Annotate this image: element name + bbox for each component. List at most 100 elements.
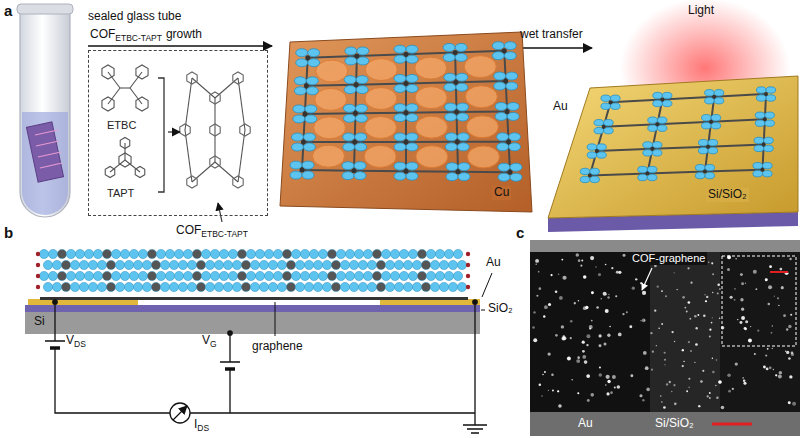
sem-particle — [765, 278, 768, 281]
bond — [215, 162, 238, 182]
cof-unit — [445, 143, 457, 151]
cof-sphere — [79, 260, 88, 269]
cof-unit — [492, 52, 504, 60]
sem-particle — [544, 371, 546, 373]
end-group — [466, 263, 470, 267]
sample-label: COF-graphene — [630, 252, 707, 265]
sem-particle — [651, 369, 653, 371]
sem-particle — [618, 333, 622, 337]
sem-particle — [682, 365, 684, 367]
sem-particle — [709, 397, 711, 399]
sem-particle — [709, 336, 711, 338]
bond — [214, 98, 215, 130]
benzene-ring — [233, 72, 243, 84]
sem-particle — [717, 284, 720, 287]
cof-unit — [343, 114, 355, 122]
cof-unit — [446, 173, 458, 181]
sem-particle — [664, 364, 665, 365]
cof-unit — [652, 142, 662, 148]
sem-particle — [756, 288, 758, 290]
sem-particle — [686, 390, 688, 392]
cof-sphere — [142, 260, 151, 269]
cof-unit — [597, 144, 607, 150]
leader-line — [481, 310, 485, 311]
sem-particle — [661, 323, 663, 325]
cof-node — [588, 173, 592, 177]
sem-particle — [577, 392, 579, 394]
cof-sphere — [165, 271, 174, 280]
sem-particle — [603, 292, 607, 296]
leader-line — [218, 203, 222, 222]
bond — [215, 78, 238, 98]
cof-unit — [455, 43, 467, 51]
sem-particle — [783, 314, 786, 317]
sem-particle — [781, 286, 784, 289]
ammeter-symbol — [170, 403, 190, 423]
cof-sphere — [111, 271, 120, 280]
sem-particle — [741, 308, 744, 311]
cof-sphere — [277, 260, 286, 269]
cof-unit — [756, 87, 766, 93]
cof-sphere — [246, 271, 255, 280]
sem-particle — [790, 314, 792, 316]
tube-cap — [17, 4, 73, 14]
sem-particle — [618, 271, 621, 274]
benzene-ring — [105, 167, 115, 178]
sem-particle — [765, 354, 767, 356]
cof-unit — [580, 168, 590, 174]
cof-unit — [702, 115, 712, 121]
cof-unit — [698, 139, 708, 145]
sem-particle — [582, 341, 585, 344]
cof-sphere — [381, 271, 390, 280]
sem-particle — [538, 271, 540, 273]
cof-unit — [343, 133, 355, 141]
graphene-layer — [40, 297, 468, 300]
cof-sphere — [133, 282, 142, 291]
sem-particle — [750, 326, 751, 327]
cof-node — [404, 139, 409, 144]
cof-sphere — [160, 282, 169, 291]
sem-particle — [709, 392, 711, 394]
ground-symbol — [463, 302, 487, 433]
cof-sphere — [255, 249, 264, 258]
cof-sphere — [426, 249, 435, 258]
cof-unit — [308, 59, 320, 67]
sem-particle — [640, 282, 642, 284]
node-text: ETBC — [107, 119, 136, 132]
cof-sphere — [264, 249, 273, 258]
cof-unit — [345, 57, 357, 65]
cof-sphere — [331, 260, 340, 269]
cof-sphere — [192, 271, 201, 280]
substrate-label: Cu — [492, 186, 511, 200]
sem-particle — [533, 311, 535, 313]
sem-particle — [711, 322, 713, 324]
sem-particle — [642, 399, 644, 401]
cof-unit — [753, 170, 763, 176]
sem-particle — [703, 315, 705, 317]
cof-unit — [643, 150, 653, 156]
cof-unit — [601, 103, 611, 109]
sem-particle — [654, 265, 657, 268]
sem-particle — [740, 321, 743, 324]
cof-sphere — [457, 260, 466, 269]
benzene-ring — [136, 97, 148, 111]
sem-particle — [614, 386, 616, 388]
sem-particle — [688, 378, 690, 380]
channel — [650, 252, 720, 412]
sem-particle — [639, 394, 642, 397]
graphene-patch — [415, 116, 447, 138]
cof-unit — [293, 105, 305, 113]
cof-sphere — [187, 282, 196, 291]
sem-particle — [695, 343, 698, 346]
battery-plate — [50, 346, 60, 350]
cof-unit — [445, 113, 457, 121]
sem-particle — [700, 380, 703, 383]
sem-particle — [743, 379, 746, 382]
cof-sphere — [385, 260, 394, 269]
sem-particle — [581, 260, 583, 262]
cof-sphere — [309, 271, 318, 280]
cof-unit — [611, 103, 621, 109]
cof-sphere — [246, 249, 255, 258]
sem-particle — [532, 326, 535, 329]
wire — [220, 334, 240, 413]
